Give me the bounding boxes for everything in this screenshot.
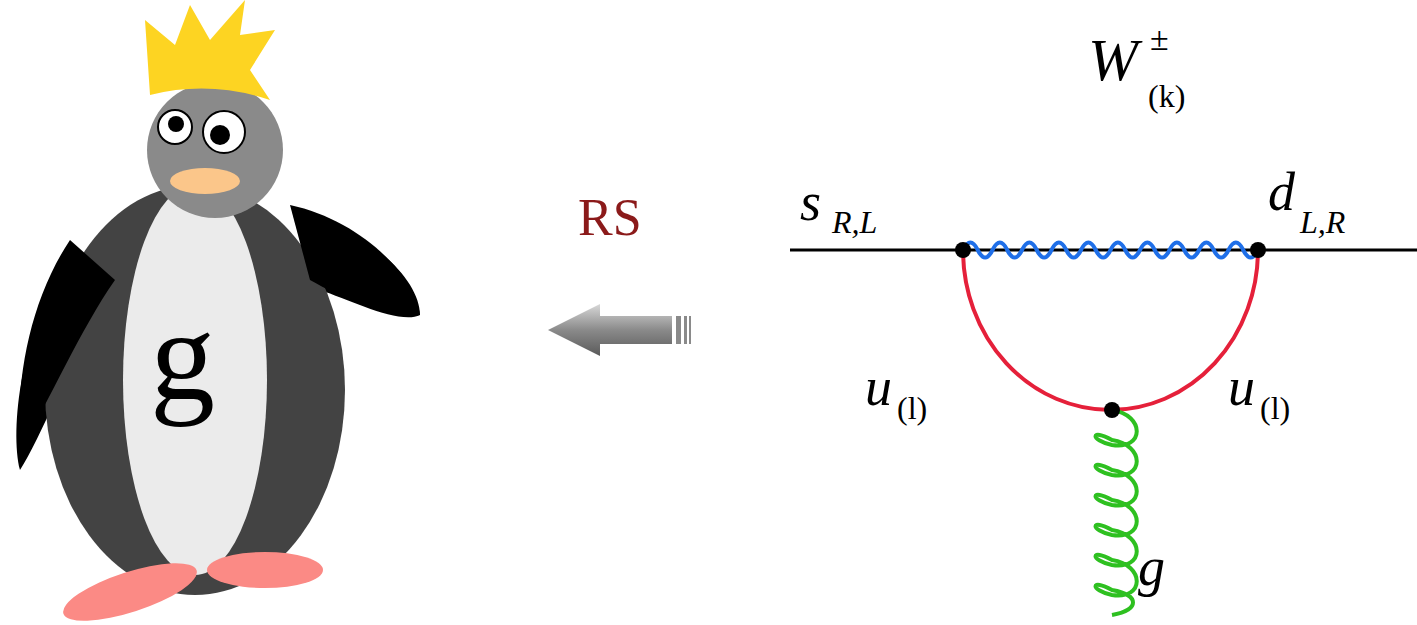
feynman-diagram bbox=[790, 242, 1417, 615]
w-boson bbox=[963, 243, 1258, 258]
penguin-foot bbox=[207, 552, 323, 588]
quark-label: u bbox=[1228, 360, 1255, 414]
vertex bbox=[1250, 242, 1266, 258]
big-arrow bbox=[548, 304, 691, 356]
penguin-body bbox=[45, 185, 345, 595]
gluon-label: g bbox=[1138, 540, 1165, 594]
quark-line bbox=[790, 249, 1417, 252]
crown bbox=[145, 0, 275, 100]
subscript: (k) bbox=[1148, 80, 1185, 112]
subscript: (l) bbox=[1260, 392, 1290, 424]
penguin bbox=[17, 0, 420, 625]
superscript: ± bbox=[1150, 22, 1169, 56]
model-label: RS bbox=[578, 192, 642, 244]
penguin-belly bbox=[123, 185, 267, 575]
gluon bbox=[1096, 410, 1137, 615]
belly-letter: g bbox=[150, 290, 215, 420]
penguin-foot bbox=[57, 551, 203, 625]
quark-label: u bbox=[865, 360, 892, 414]
vertex bbox=[955, 242, 971, 258]
quark-label: d bbox=[1268, 165, 1295, 219]
subscript: R,L bbox=[832, 206, 877, 238]
penguin-head bbox=[147, 82, 283, 218]
subscript: (l) bbox=[897, 392, 927, 424]
quark-loop bbox=[963, 250, 1258, 410]
boson-label: W bbox=[1088, 30, 1138, 90]
quark-label: s bbox=[800, 175, 821, 229]
vertex bbox=[1104, 402, 1120, 418]
subscript: L,R bbox=[1300, 206, 1345, 238]
penguin-beak bbox=[170, 168, 240, 194]
